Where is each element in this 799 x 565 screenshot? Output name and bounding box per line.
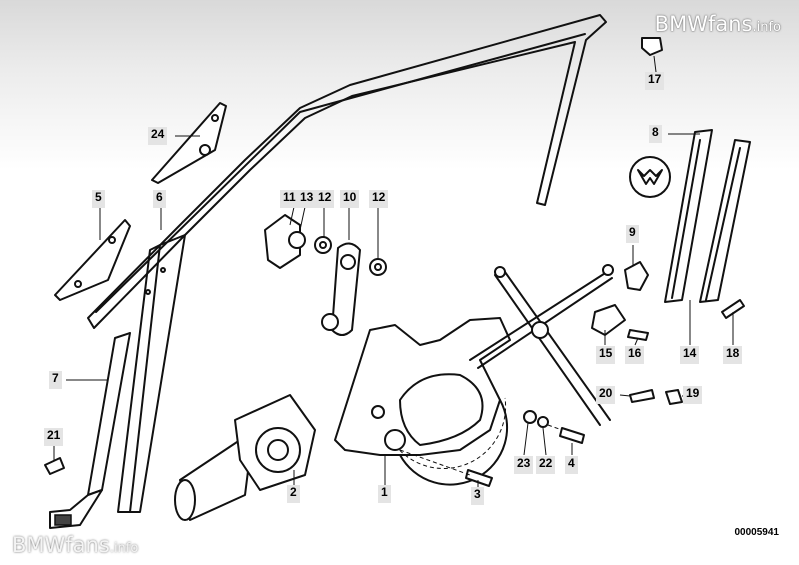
leader-lines (53, 55, 734, 487)
screw-18-part[interactable] (721, 299, 745, 319)
part-label-12-a[interactable]: 12 (315, 190, 335, 208)
washer-part-b[interactable] (369, 258, 387, 276)
part-label-18[interactable]: 18 (723, 346, 743, 364)
bolt-4-part[interactable] (559, 427, 585, 444)
watermark-top: BMWfans.info (654, 12, 781, 36)
drive-motor-part[interactable] (174, 394, 316, 521)
part-label-4[interactable]: 4 (565, 456, 578, 474)
part-label-8[interactable]: 8 (649, 125, 662, 143)
gear-housing-part[interactable] (264, 214, 306, 269)
clip-symbol-part[interactable] (629, 156, 671, 198)
part-label-1[interactable]: 1 (378, 485, 391, 503)
washer-part-a[interactable] (314, 236, 332, 254)
drive-belt-part[interactable] (321, 242, 361, 336)
part-label-13[interactable]: 13 (297, 190, 317, 208)
part-label-24[interactable]: 24 (148, 127, 168, 145)
trim-triangle-part[interactable] (54, 219, 131, 301)
part-label-16[interactable]: 16 (625, 346, 645, 364)
screw-20-part[interactable] (629, 389, 655, 403)
part-label-12-b[interactable]: 12 (369, 190, 389, 208)
diagram-code: 00005941 (734, 527, 780, 538)
part-label-19[interactable]: 19 (683, 386, 703, 404)
part-label-2[interactable]: 2 (287, 485, 300, 503)
part-label-3[interactable]: 3 (471, 487, 484, 505)
part-label-7[interactable]: 7 (49, 371, 62, 389)
part-label-20[interactable]: 20 (596, 386, 616, 404)
washer-22-part[interactable] (537, 416, 549, 428)
slider-clip-part[interactable] (591, 304, 626, 336)
part-label-5[interactable]: 5 (92, 190, 105, 208)
rear-guide-rail-part[interactable] (664, 129, 751, 303)
part-label-11[interactable]: 11 (280, 190, 299, 208)
plug-17-part[interactable] (641, 37, 663, 56)
screw-16-part[interactable] (627, 329, 649, 341)
watermark-bottom: BMWfans.info (12, 533, 139, 557)
part-label-9[interactable]: 9 (626, 225, 639, 243)
part-label-22[interactable]: 22 (536, 456, 556, 474)
window-regulator-part[interactable] (334, 264, 614, 486)
part-label-15[interactable]: 15 (596, 346, 616, 364)
window-frame-part[interactable] (87, 14, 607, 513)
part-label-23[interactable]: 23 (514, 456, 534, 474)
plug-21-part[interactable] (44, 457, 65, 475)
nut-23-part[interactable] (523, 410, 537, 424)
guide-rail-part[interactable] (49, 332, 131, 529)
bracket-part[interactable] (624, 261, 649, 291)
clip-19-part[interactable] (665, 389, 683, 405)
part-label-6[interactable]: 6 (153, 190, 166, 208)
part-label-21[interactable]: 21 (44, 428, 64, 446)
bolt-3-part[interactable] (465, 469, 493, 487)
part-label-10[interactable]: 10 (340, 190, 360, 208)
part-label-14[interactable]: 14 (680, 346, 700, 364)
part-label-17[interactable]: 17 (645, 72, 665, 90)
quarter-glass-part[interactable] (151, 102, 227, 184)
